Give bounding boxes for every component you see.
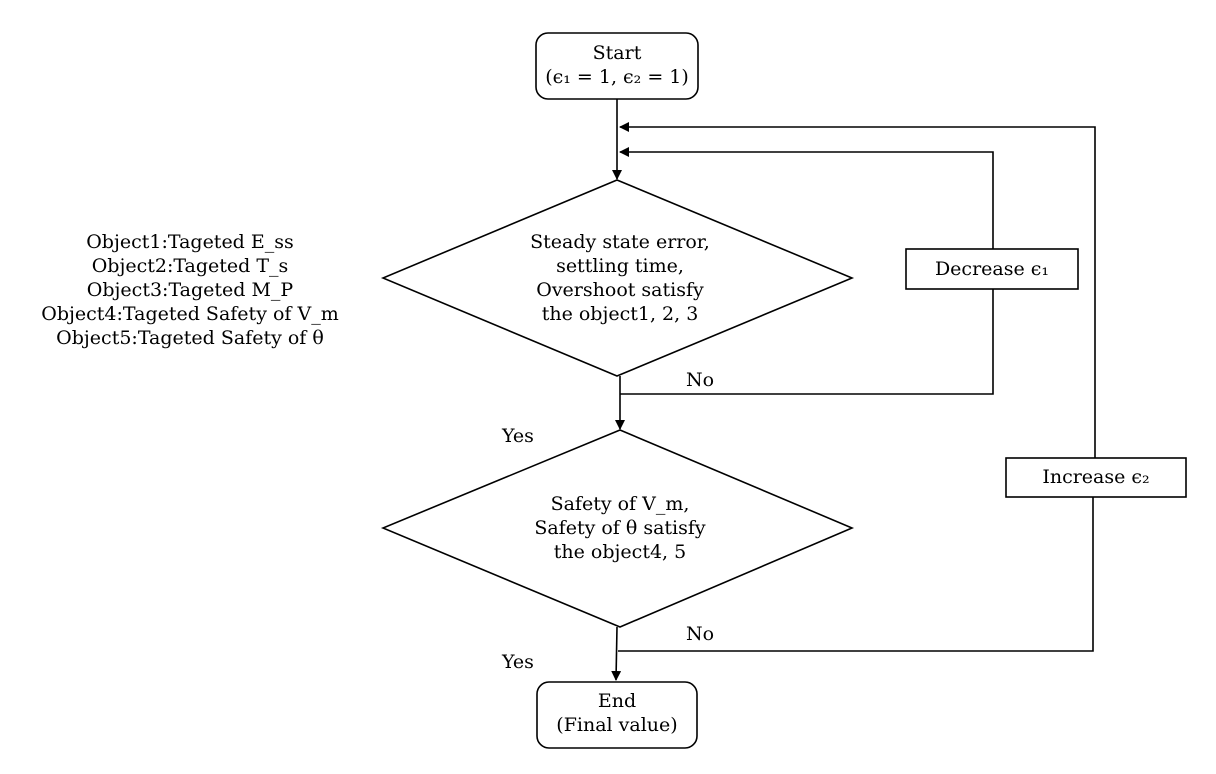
decision1-line4: the object1, 2, 3 xyxy=(541,303,699,325)
decision1-line3: Overshoot satisfy xyxy=(536,279,704,301)
end-final-value: (Final value) xyxy=(556,714,678,736)
decision1-line2: settling time, xyxy=(556,255,684,277)
objectives-list: Object1:Tageted E_ss Object2:Tageted T_s… xyxy=(20,230,360,350)
decision2-no-loop xyxy=(618,497,1094,652)
decision2-no-label: No xyxy=(686,623,715,645)
increase-return-arrow xyxy=(619,122,1096,458)
end-terminal xyxy=(536,681,698,749)
objective-item: Object1:Tageted E_ss xyxy=(86,231,294,253)
decision1-no-loop xyxy=(620,289,994,395)
increase-epsilon2-box xyxy=(1005,457,1187,498)
decision1-diamond xyxy=(380,179,855,377)
start-label: Start xyxy=(592,42,642,64)
decision2-line3: the object4, 5 xyxy=(553,541,687,563)
increase-epsilon2-label: Increase ϵ₂ xyxy=(1042,466,1150,488)
objective-item: Object2:Tageted T_s xyxy=(91,255,289,277)
decision2-line1: Safety of V_m, xyxy=(550,493,690,515)
decrease-epsilon1-box xyxy=(905,248,1079,290)
start-terminal-text: Start (ϵ₁ = 1, ϵ₂ = 1) xyxy=(536,41,698,89)
decision2-diamond xyxy=(380,429,855,628)
decision1-line1: Steady state error, xyxy=(530,231,710,253)
objective-item: Object3:Tageted M_P xyxy=(86,279,294,301)
decision2-line2: Safety of θ satisfy xyxy=(534,517,706,539)
start-initial-values: (ϵ₁ = 1, ϵ₂ = 1) xyxy=(545,66,689,88)
decision2-yes-label: Yes xyxy=(502,651,534,673)
decision2-text: Safety of V_m, Safety of θ satisfy the o… xyxy=(470,492,770,564)
end-terminal-text: End (Final value) xyxy=(537,689,697,737)
end-label: End xyxy=(597,690,637,712)
decrease-epsilon1-label: Decrease ϵ₁ xyxy=(934,258,1050,280)
decision1-no-label: No xyxy=(686,369,715,391)
decision1-text: Steady state error, settling time, Overs… xyxy=(470,230,770,326)
decision2-yes-arrow xyxy=(611,626,622,681)
decrease-return-arrow xyxy=(619,147,994,249)
decision1-yes-label: Yes xyxy=(502,425,534,447)
objective-item: Object4:Tageted Safety of V_m xyxy=(41,303,339,325)
objective-item: Object5:Tageted Safety of θ xyxy=(56,327,324,349)
